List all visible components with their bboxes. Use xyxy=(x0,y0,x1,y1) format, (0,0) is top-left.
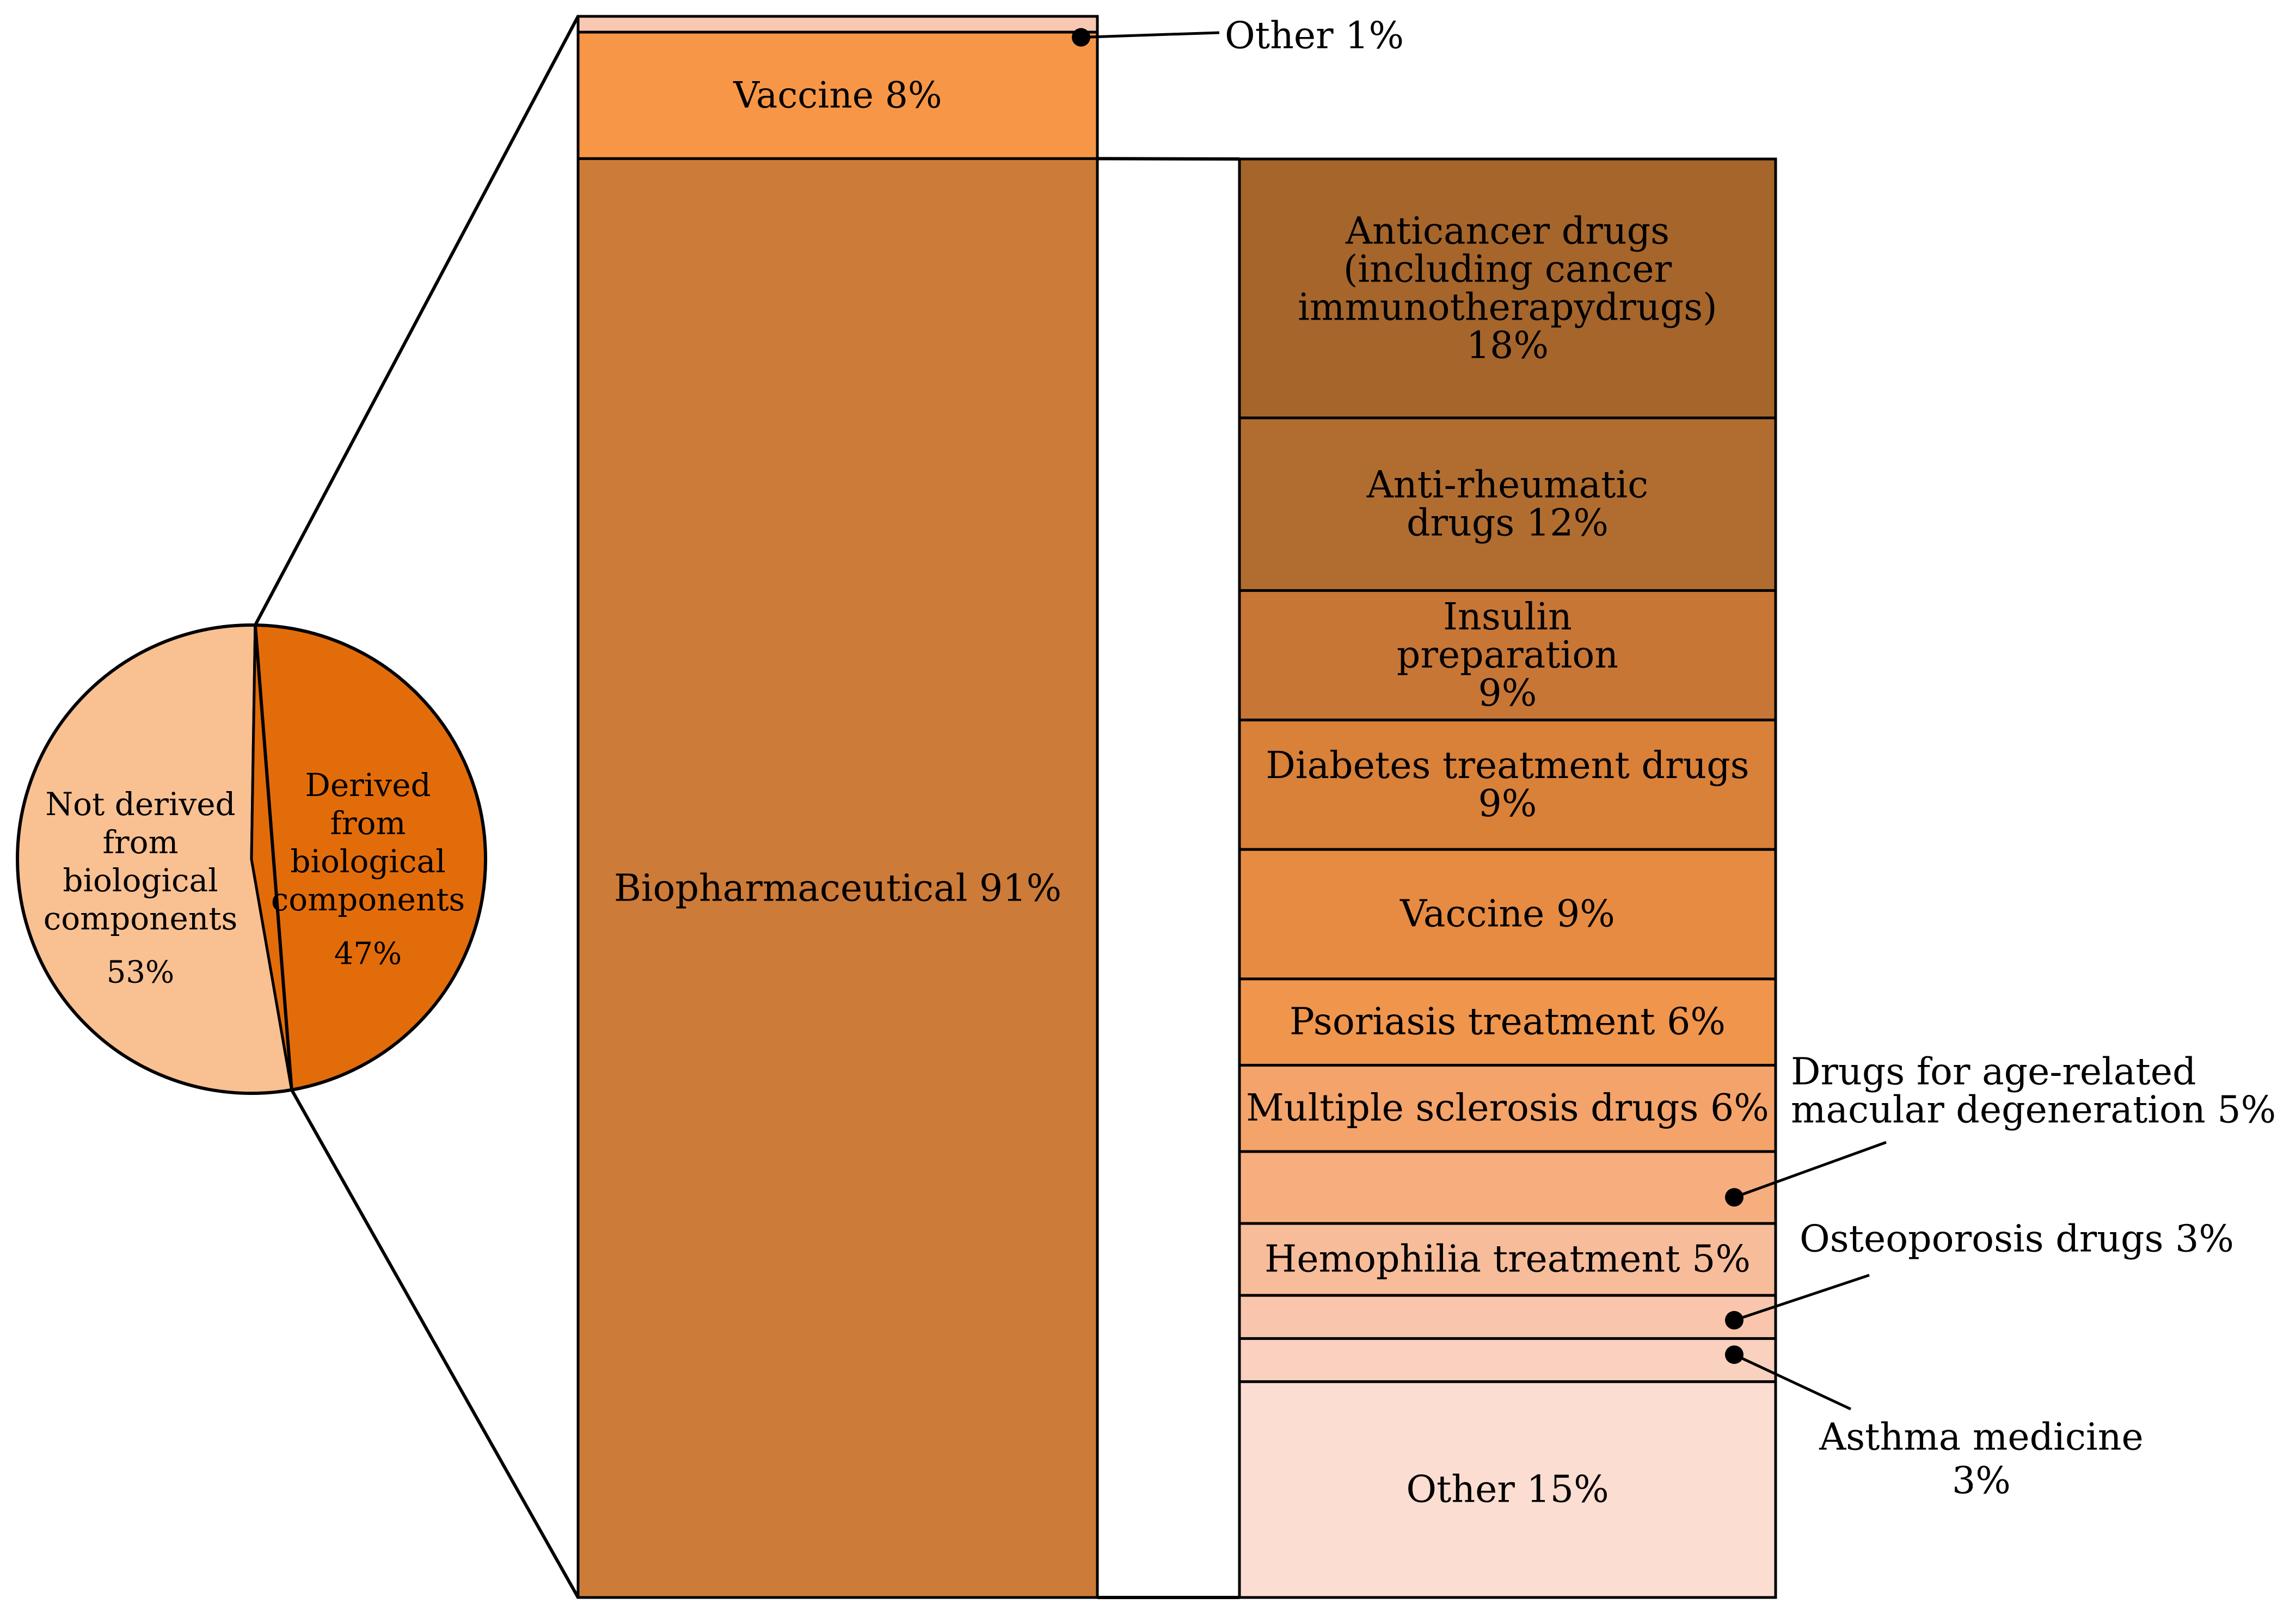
bar2-label-anti-rheumatic: drugs 12% xyxy=(1407,502,1609,545)
first-stacked-bar: Vaccine 8% Biopharmaceutical 91% xyxy=(576,15,1099,1599)
bar2-label-psoriasis-treatment-6: Psoriasis treatment 6% xyxy=(1290,1001,1726,1044)
bar1-segment-biopharmaceutical-91 xyxy=(576,157,1099,1599)
callout-line xyxy=(1734,1274,1870,1322)
bar1-label-vaccine: Vaccine 8% xyxy=(733,75,942,117)
bar2-label-anticancer-drugs: immunotherapydrugs) xyxy=(1298,286,1717,329)
pie-value-derived: 47% xyxy=(334,936,402,972)
bar2-label-insulin: Insulin xyxy=(1443,596,1572,639)
second-stacked-bar: Anticancer drugs(including cancerimmunot… xyxy=(1238,157,1777,1599)
bar2-label-vaccine-9: Vaccine 9% xyxy=(1399,893,1615,936)
pie-label-derived: biological xyxy=(290,843,445,880)
callout-label-macular-degeneration: macular degeneration 5% xyxy=(1791,1089,2276,1132)
bar1-label-biopharmaceutical: Biopharmaceutical 91% xyxy=(614,867,1061,910)
callout-label-osteoporosis: Osteoporosis drugs 3% xyxy=(1800,1218,2234,1261)
bar2-label-diabetes-treatment-drugs: Diabetes treatment drugs xyxy=(1266,744,1749,787)
pie-divider xyxy=(253,625,293,1090)
bar2-segment-diabetes-treatment-drugs-9 xyxy=(1238,718,1777,851)
bar2-label-hemophilia-treatment-5: Hemophilia treatment 5% xyxy=(1264,1238,1751,1281)
pie-label-derived: components xyxy=(271,881,465,918)
bar2-label-anticancer-drugs: (including cancer xyxy=(1343,248,1672,291)
pie-label-derived: from xyxy=(330,805,406,842)
pie-label-not-derived: biological xyxy=(63,862,218,899)
connector-line xyxy=(254,15,580,626)
bar2-label-anticancer-drugs: Anticancer drugs xyxy=(1345,210,1669,253)
bar2-label-diabetes-treatment-drugs: 9% xyxy=(1478,782,1537,825)
callout-line xyxy=(1733,1353,1852,1411)
pie-label-derived: Derived xyxy=(305,767,431,804)
bar1-segment-other-1 xyxy=(576,15,1099,34)
connector-line xyxy=(290,1089,580,1599)
pie-label-not-derived: Not derived xyxy=(45,786,235,823)
callout-line xyxy=(1734,1141,1887,1199)
bar2-label-insulin: preparation xyxy=(1397,634,1618,677)
bar2-segment-osteoporosis-drugs-3 xyxy=(1238,1294,1777,1340)
connector-lines xyxy=(254,15,1240,1599)
callout-label-macular-degeneration: Drugs for age-related xyxy=(1791,1051,2196,1094)
bar2-label-anti-rheumatic: Anti-rheumatic xyxy=(1366,464,1648,507)
bar2-segment-insulin-preparation-9 xyxy=(1238,589,1777,721)
pie-label-not-derived: components xyxy=(44,900,238,937)
bar2-label-other-15: Other 15% xyxy=(1406,1468,1609,1511)
callout-label-other-1: Other 1% xyxy=(1225,15,1404,58)
bar2-segment-drugs-for-age-related-macular-degeneration-5 xyxy=(1238,1150,1777,1225)
pie-outline xyxy=(16,623,487,1095)
callout-label-asthma: Asthma medicine xyxy=(1819,1416,2144,1459)
bar2-segment-vaccine-9 xyxy=(1238,848,1777,981)
pie-chart: Not derivedfrombiologicalcomponents53%De… xyxy=(16,623,487,1095)
pie-value-not-derived: 53% xyxy=(107,955,174,990)
bar2-label-insulin: 9% xyxy=(1478,672,1537,715)
bar2-segment-hemophilia-treatment-5 xyxy=(1238,1222,1777,1297)
bar2-segment-asthma-medicine-3 xyxy=(1238,1337,1777,1384)
connector-line xyxy=(1097,157,1240,161)
bar2-label-multiple-sclerosis-drugs-6: Multiple sclerosis drugs 6% xyxy=(1246,1087,1769,1130)
callout-line xyxy=(1081,31,1220,39)
bar2-label-anticancer-drugs: 18% xyxy=(1466,324,1549,367)
callout-label-asthma: 3% xyxy=(1952,1460,2011,1503)
bar1-segment-vaccine-8 xyxy=(576,30,1099,160)
pie-label-not-derived: from xyxy=(102,824,178,861)
bar2-segment-other-15 xyxy=(1238,1380,1777,1599)
bar2-segment-psoriasis-treatment-6 xyxy=(1238,977,1777,1067)
